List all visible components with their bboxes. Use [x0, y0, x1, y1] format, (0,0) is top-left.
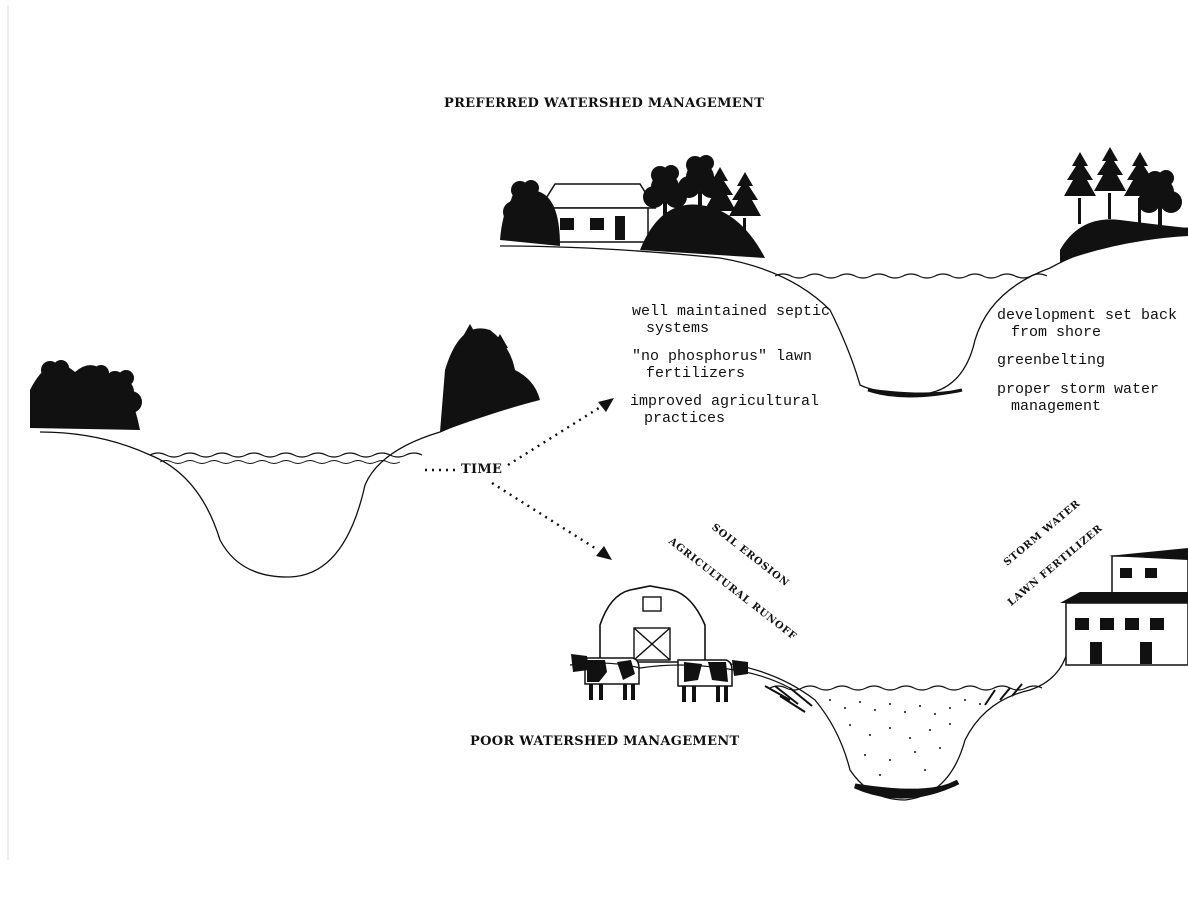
time-arrows — [425, 398, 614, 560]
sediment-pattern — [829, 699, 981, 776]
lakeside-house-icon — [538, 183, 657, 243]
practice-line: improved agricultural — [630, 393, 820, 410]
preferred-title: PREFERRED WATERSHED MANAGEMENT — [444, 96, 765, 111]
time-label: TIME — [461, 462, 503, 477]
practice-line: development set back — [997, 307, 1178, 324]
practice-line: greenbelting — [997, 352, 1106, 369]
practice-line: management — [1011, 398, 1102, 415]
practice-line: well maintained septic — [632, 303, 831, 320]
practice-agriculture: improved agricultural practices — [630, 393, 819, 427]
barn-icon — [599, 585, 706, 663]
houses-icon — [1060, 548, 1188, 666]
practice-line: "no phosphorus" lawn — [632, 348, 813, 365]
forest-right-icon — [440, 324, 540, 432]
forest-left-icon — [30, 360, 142, 430]
original-lake — [30, 324, 540, 578]
poor-lake — [569, 548, 1188, 801]
preferred-trees-right-icon — [1060, 147, 1188, 262]
practice-line: practices — [644, 410, 726, 427]
practice-greenbelting: greenbelting — [997, 352, 1105, 369]
practice-setback: development set back from shore — [997, 307, 1177, 341]
practice-line: fertilizers — [646, 365, 746, 382]
preferred-trees-left-icon — [500, 155, 765, 258]
practice-line: systems — [646, 320, 710, 337]
practice-lawn-fertilizer: "no phosphorus" lawn fertilizers — [632, 348, 812, 382]
practice-septic: well maintained septic systems — [632, 303, 830, 337]
practice-line: proper storm water — [997, 381, 1160, 398]
poor-title: POOR WATERSHED MANAGEMENT — [470, 734, 740, 749]
practice-storm-water: proper storm water management — [997, 381, 1159, 415]
preferred-lake — [499, 147, 1188, 398]
practice-line: from shore — [1011, 324, 1102, 341]
